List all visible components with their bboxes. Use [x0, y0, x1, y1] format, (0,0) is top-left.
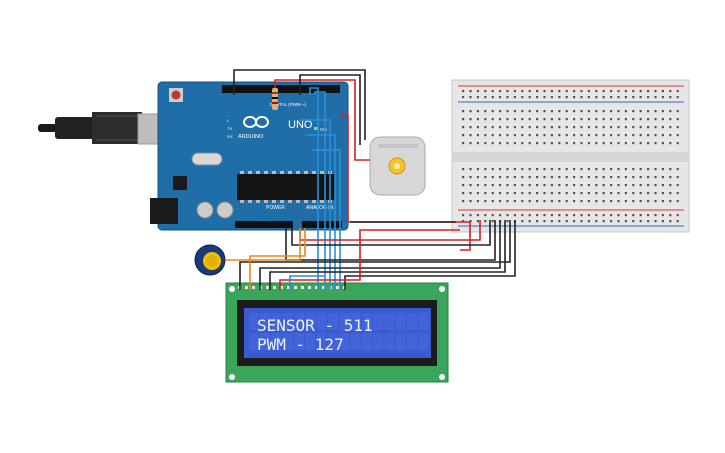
- resistor[interactable]: [272, 88, 278, 110]
- breadboard-holes: [462, 90, 679, 223]
- lcd-character-cells: [249, 313, 429, 350]
- potentiometer[interactable]: [194, 244, 226, 276]
- wires: [225, 69, 516, 290]
- analog-label: ANALOG IN: [306, 205, 334, 211]
- on-label: ON: [320, 127, 327, 132]
- arduino-board[interactable]: ARDUINO UNO DIGITAL (PWM ~) ON TX RX L P…: [150, 81, 349, 231]
- breadboard[interactable]: [451, 79, 690, 233]
- lcd-line-2: PWM - 127: [257, 335, 344, 354]
- atmega-chip: [237, 174, 335, 200]
- arduino-model: UNO: [288, 119, 313, 131]
- lcd-line-1: SENSOR - 511: [257, 316, 373, 335]
- arduino-brand: ARDUINO: [238, 134, 264, 140]
- digital-label: DIGITAL (PWM ~): [270, 102, 307, 107]
- arduino-logo-icon: [243, 116, 269, 128]
- l-label: L: [227, 118, 230, 123]
- lcd-module[interactable]: [225, 282, 449, 383]
- rx-label: RX: [227, 134, 233, 139]
- dc-motor[interactable]: [369, 136, 426, 196]
- power-label: POWER: [266, 205, 285, 211]
- tx-label: TX: [227, 126, 232, 131]
